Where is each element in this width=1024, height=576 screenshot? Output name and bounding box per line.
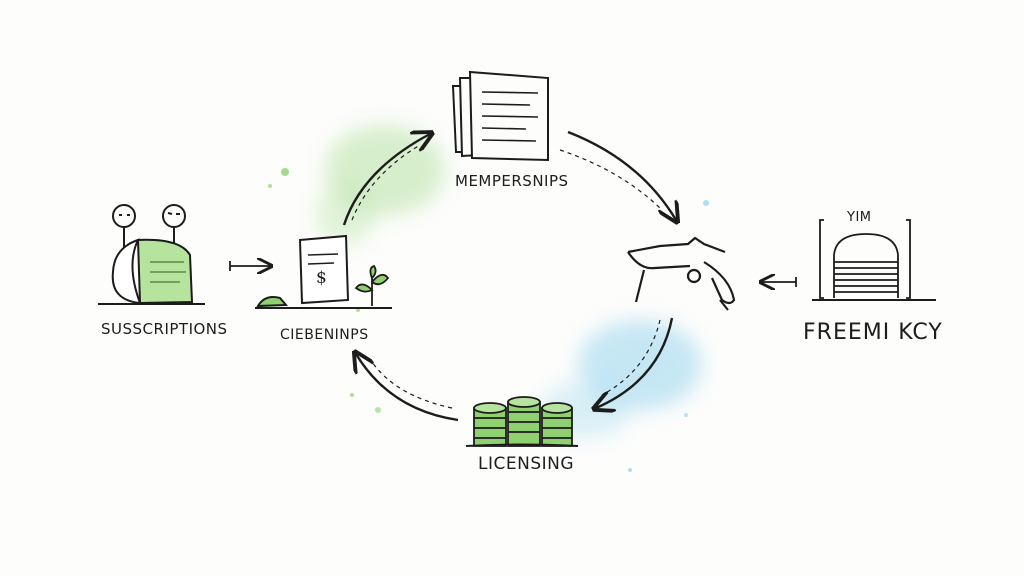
document-stack-icon xyxy=(451,70,549,162)
stacked-discs-icon xyxy=(812,219,936,301)
dollar-document-icon xyxy=(255,234,392,309)
coin-stack-icon xyxy=(465,396,579,447)
yim-label: YIM xyxy=(847,210,872,225)
cycle-arrows xyxy=(229,130,797,422)
people-with-book-icon xyxy=(98,204,205,305)
robot-hand-icon xyxy=(627,236,736,311)
subscriptions-label: SUSSCRIPTIONS xyxy=(101,320,228,338)
freemium-label: FREEMI KCY xyxy=(803,320,943,345)
arrow-right-to-licensing xyxy=(596,317,674,408)
dollar-glyph: $ xyxy=(316,268,327,288)
arrow-ciebeninps-to-memberships xyxy=(342,134,430,226)
green-wash xyxy=(268,125,445,413)
arrow-licensing-to-ciebeninps xyxy=(356,354,459,422)
licensing-label: LICENSING xyxy=(478,454,575,474)
ciebeninps-label: CIEBENINPS xyxy=(280,327,369,343)
sprout-icon xyxy=(354,264,390,306)
arrow-memberships-to-right xyxy=(567,130,676,220)
memberships-label: MEMPERSNIPS xyxy=(455,172,569,190)
